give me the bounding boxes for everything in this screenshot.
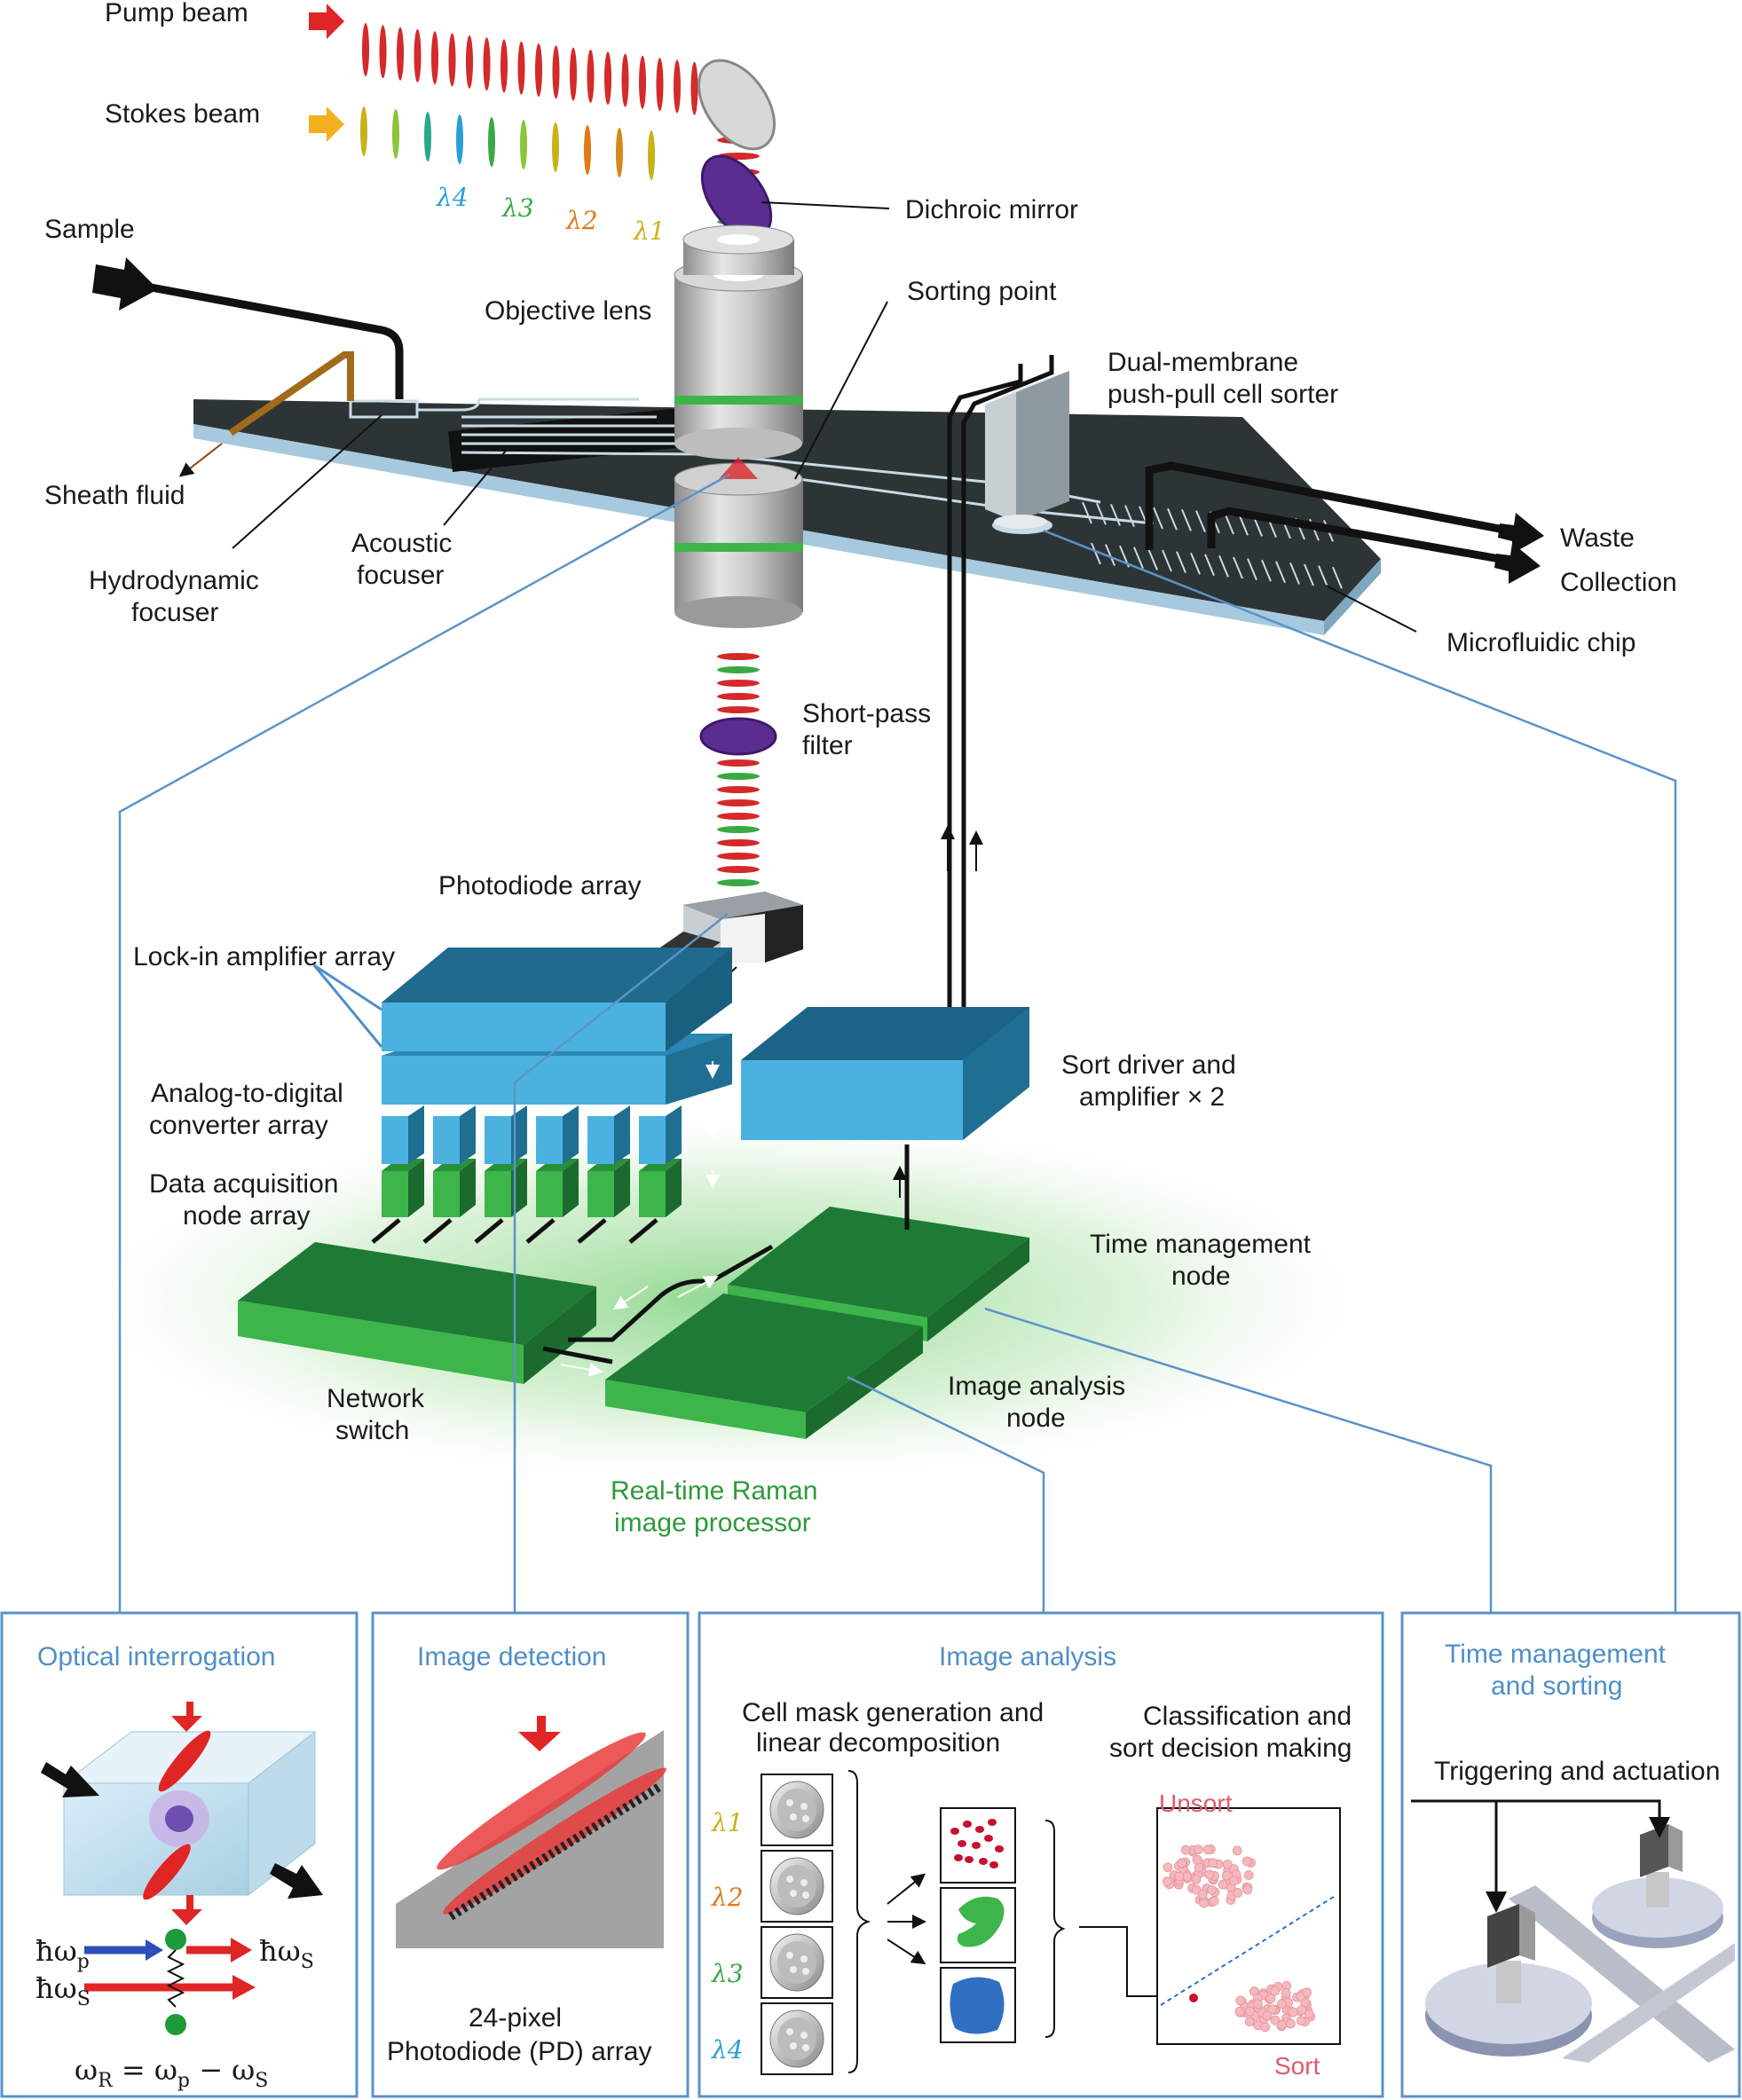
analysis-lambda-1: λ1 — [711, 1808, 744, 1837]
sort-label: Sort — [1274, 2052, 1320, 2080]
sort-driver-label-2: amplifier × 2 — [1079, 1082, 1225, 1112]
time-node-label-1: Time management — [1090, 1230, 1312, 1259]
lambda-3-label: λ3 — [501, 193, 534, 223]
objective-lens-label: Objective lens — [485, 296, 651, 326]
pump-beam-label: Pump beam — [105, 0, 248, 28]
timing-panel-title-1: Time management — [1445, 1640, 1667, 1669]
hydrodynamic-focuser-label-2: focuser — [131, 598, 218, 627]
detection-panel-title: Image detection — [417, 1642, 606, 1671]
mask-label-2: linear decomposition — [756, 1728, 1000, 1758]
stokes-arrow-icon — [309, 106, 344, 142]
sample-arrow-icon — [92, 257, 158, 311]
hydrodynamic-focuser-label-1: Hydrodynamic — [89, 566, 259, 595]
optical-panel-title: Optical interrogation — [37, 1642, 275, 1671]
sample-label: Sample — [44, 215, 135, 244]
data-acquisition-node-array — [371, 1159, 682, 1244]
waste-tube — [1145, 461, 1509, 550]
image-node-label-2: node — [1006, 1404, 1066, 1433]
acoustic-focuser-label-2: focuser — [357, 561, 444, 590]
detection-caption-2: Photodiode (PD) array — [387, 2037, 651, 2066]
analysis-panel-title: Image analysis — [939, 1642, 1116, 1671]
daq-label-1: Data acquisition — [149, 1169, 338, 1199]
hw-s-left-label: ħωS — [35, 1971, 91, 2010]
collection-label: Collection — [1560, 568, 1677, 597]
lock-in-amplifier-label: Lock-in amplifier array — [133, 942, 395, 971]
timing-panel-title-2: and sorting — [1491, 1671, 1622, 1701]
photodiode-array-label: Photodiode array — [438, 871, 642, 901]
sorting-point-label: Sorting point — [907, 277, 1057, 306]
time-node-label-2: node — [1171, 1262, 1231, 1291]
panel-time-management: Time management and sorting Triggering a… — [1400, 1611, 1741, 2098]
sample-tube — [150, 283, 404, 399]
objective-lens-lower — [674, 457, 803, 628]
unsort-label: Unsort — [1159, 1789, 1233, 1817]
pump-beam-pulses — [362, 23, 715, 117]
pd-pixel-strip — [447, 1783, 661, 1921]
collection-arrow-icon — [1494, 543, 1541, 584]
short-pass-filter-label-1: Short-pass — [802, 699, 931, 728]
objective-lens-upper — [674, 224, 803, 460]
lambda-2-label: λ2 — [565, 206, 598, 235]
cell-sorter-label-2: push-pull cell sorter — [1107, 380, 1338, 409]
mask-label-1: Cell mask generation and — [742, 1698, 1044, 1727]
sort-driver-label-1: Sort driver and — [1061, 1050, 1236, 1080]
daq-label-2: node array — [183, 1201, 310, 1231]
push-pull-cell-sorter — [985, 371, 1069, 529]
stokes-beam-pulses — [360, 106, 655, 180]
class-label-1: Classification and — [1143, 1702, 1352, 1731]
analysis-lambda-2: λ2 — [711, 1883, 744, 1912]
lambda-4-label: λ4 — [436, 183, 469, 212]
class-label-2: sort decision making — [1109, 1734, 1352, 1763]
stokes-beam-label: Stokes beam — [105, 99, 260, 129]
panel-image-analysis: Image analysis Cell mask generation and … — [698, 1611, 1384, 2098]
timing-subtitle: Triggering and actuation — [1434, 1757, 1720, 1786]
hw-s-right-label: ħωS — [259, 1934, 314, 1973]
adc-label-1: Analog-to-digital — [151, 1079, 343, 1108]
cell-sorter-label-1: Dual-membrane — [1107, 348, 1298, 377]
mirror — [697, 59, 776, 151]
microfluidic-chip-label: Microfluidic chip — [1446, 628, 1636, 657]
lambda-1-label: λ1 — [633, 216, 666, 246]
lock-in-amplifier-array — [382, 948, 732, 1051]
collection-tube — [1207, 507, 1501, 563]
waste-arrow-icon — [1498, 513, 1544, 554]
network-switch-label-2: switch — [335, 1416, 409, 1445]
analysis-lambda-3: λ3 — [711, 1959, 744, 1988]
analysis-lambda-4: λ4 — [711, 2035, 744, 2065]
short-pass-filter-label-2: filter — [802, 731, 853, 760]
cell-image-stack — [761, 1774, 833, 2075]
network-switch — [238, 1242, 596, 1384]
panel-optical-interrogation: Optical interrogation ħωp ħωS ħωS ωR = ω… — [0, 1611, 359, 2098]
acoustic-focuser-label-1: Acoustic — [351, 529, 452, 558]
sort-driver-box — [741, 1007, 1029, 1140]
detection-caption-1: 24-pixel — [469, 2003, 562, 2033]
sheath-fluid-label: Sheath fluid — [44, 481, 185, 510]
raman-equation: ωR = ωp − ωS — [75, 2053, 268, 2092]
adc-label-2: converter array — [149, 1111, 328, 1140]
short-pass-filter — [699, 717, 777, 756]
waste-label: Waste — [1560, 523, 1635, 553]
raman-processor-label-2: image processor — [614, 1508, 811, 1538]
raman-processor-label-1: Real-time Raman — [611, 1476, 817, 1506]
detection-arrow-icon — [518, 1716, 561, 1751]
dichroic-mirror-label: Dichroic mirror — [905, 195, 1078, 224]
panel-image-detection: Image detection 24-pixel Photodiode (PD)… — [371, 1611, 690, 2098]
hw-p-label: ħωp — [35, 1934, 90, 1973]
callout-lines — [118, 473, 1677, 1613]
sheath-tube — [228, 351, 354, 437]
network-switch-label-1: Network — [327, 1384, 425, 1413]
image-analysis-node — [605, 1294, 923, 1439]
pump-arrow-icon — [309, 4, 344, 39]
image-node-label-1: Image analysis — [948, 1372, 1125, 1401]
